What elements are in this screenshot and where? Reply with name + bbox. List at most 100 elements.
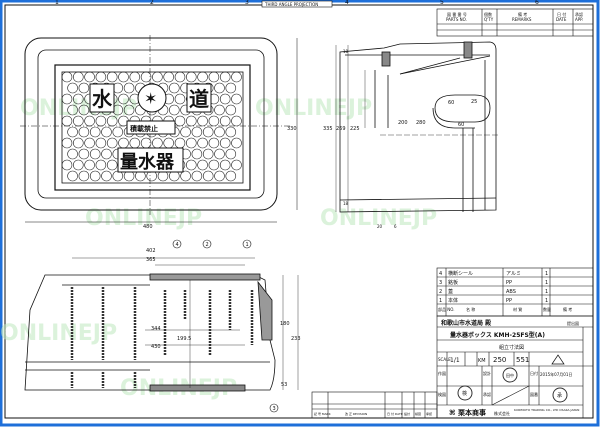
hex-cell bbox=[225, 104, 237, 116]
dim-18-top: 18 bbox=[343, 49, 349, 54]
hex-cell bbox=[197, 71, 208, 83]
hex-cell bbox=[197, 159, 208, 171]
watermark: ONLINEJP bbox=[320, 206, 437, 231]
watermark: ONLINEJP bbox=[20, 96, 137, 121]
zone-2: 2 bbox=[150, 0, 154, 6]
watermark: ONLINEJP bbox=[255, 96, 372, 121]
star-emblem-icon: ✶ bbox=[144, 89, 157, 108]
title-block-text: 和歌山市水道局 殿 提出図 量水器ボックス KMH-25FS型(A) 組立寸法図… bbox=[438, 319, 579, 417]
svg-text:3: 3 bbox=[273, 406, 276, 412]
revision-triangle-icon bbox=[551, 354, 565, 365]
parts-cell-material: PP bbox=[506, 280, 512, 286]
hex-cell bbox=[106, 71, 118, 83]
hex-cell bbox=[174, 115, 186, 127]
svg-text:1: 1 bbox=[246, 242, 249, 248]
parts-cell-name: 蓋 bbox=[448, 288, 453, 295]
hex-cell bbox=[174, 93, 186, 105]
hex-cell bbox=[73, 93, 84, 105]
hex-cell bbox=[78, 170, 90, 182]
hex-cell bbox=[208, 71, 220, 83]
dim-199-5: 199.5 bbox=[177, 336, 191, 342]
hex-cell bbox=[73, 137, 84, 149]
scale-label: SCALE bbox=[438, 357, 451, 362]
hex-cell bbox=[214, 104, 225, 116]
company-logo-icon: ⌘ bbox=[449, 409, 456, 417]
svg-text:材 質: 材 質 bbox=[513, 306, 522, 312]
drawing-date: 2015年07月01日 bbox=[540, 371, 572, 377]
hex-cell bbox=[202, 170, 214, 182]
parts-cell-qty: 1 bbox=[545, 289, 548, 295]
parts-cell-no: 3 bbox=[439, 280, 442, 286]
parts-cell-material: ABS bbox=[506, 289, 516, 295]
hex-cell bbox=[219, 137, 231, 149]
hex-cell bbox=[186, 137, 197, 149]
parts-cell-qty: 1 bbox=[545, 271, 548, 277]
svg-text:APP.: APP. bbox=[575, 17, 583, 22]
hex-cell bbox=[140, 71, 152, 83]
company-name-en: KURIMOTO TRADING CO., LTD OSAKA JAPAN bbox=[514, 408, 579, 412]
zone-3: 3 bbox=[245, 0, 249, 6]
hex-cell bbox=[174, 137, 186, 149]
projection-box bbox=[261, 0, 333, 8]
hex-cell bbox=[123, 82, 135, 94]
svg-text:日 付 DATE: 日 付 DATE bbox=[387, 411, 403, 416]
hex-cell bbox=[208, 137, 220, 149]
dim-269: 269 bbox=[336, 126, 346, 132]
hex-cell bbox=[106, 159, 118, 171]
drawing-code-2: 551 bbox=[516, 356, 529, 364]
side-view-dims: 335 269 225 18 18 200 280 60 60 25 20 6 bbox=[323, 49, 477, 229]
hex-cell bbox=[118, 137, 129, 149]
hex-cell bbox=[78, 82, 90, 94]
dim-344: 344 bbox=[151, 326, 161, 332]
hex-cell bbox=[219, 93, 231, 105]
zone-1: 1 bbox=[55, 0, 59, 6]
balloon-3: 3 bbox=[269, 403, 279, 413]
hex-cell bbox=[191, 148, 203, 160]
hex-cell bbox=[202, 126, 214, 138]
title-block bbox=[436, 315, 594, 419]
dim-365: 365 bbox=[146, 257, 156, 263]
svg-text:4: 4 bbox=[176, 242, 179, 248]
svg-text:数量: 数量 bbox=[543, 306, 551, 312]
hex-cell bbox=[73, 71, 84, 83]
parts-cell-material: PP bbox=[506, 298, 512, 304]
scale-value: 1/1 bbox=[450, 357, 460, 364]
hex-cell bbox=[202, 148, 214, 160]
hex-cell bbox=[163, 71, 174, 83]
hex-cell bbox=[67, 148, 78, 160]
svg-text:設計: 設計 bbox=[404, 411, 410, 416]
hex-cell bbox=[67, 104, 78, 116]
projection-label: THIRD ANGLE PROJECTION bbox=[264, 2, 318, 7]
hex-cell bbox=[78, 148, 90, 160]
meter-label: 量水器 bbox=[120, 151, 175, 173]
hex-cell bbox=[225, 148, 237, 160]
svg-text:部品 NO.: 部品 NO. bbox=[438, 306, 455, 312]
hex-cell bbox=[214, 148, 225, 160]
hex-cell bbox=[186, 71, 197, 83]
hex-cell bbox=[225, 126, 237, 138]
hex-cell bbox=[169, 104, 180, 116]
parts-cell-no: 4 bbox=[439, 271, 442, 277]
hex-cell bbox=[214, 82, 225, 94]
parts-cell-name: 銘板 bbox=[448, 279, 458, 286]
svg-text:作図: 作図 bbox=[438, 370, 446, 376]
parts-cell-qty: 1 bbox=[545, 298, 548, 304]
section-dims: 402 365 344 430 199.5 180 233 53 4 2 1 3 bbox=[146, 239, 301, 413]
svg-text:図番: 図番 bbox=[530, 391, 538, 397]
product-name: 量水器ボックス KMH-25FS型(A) bbox=[450, 331, 545, 339]
dim-430: 430 bbox=[151, 344, 161, 350]
parts-cell-name: 横断シール bbox=[448, 270, 473, 277]
dim-53: 53 bbox=[281, 382, 287, 388]
hex-cell bbox=[219, 159, 231, 171]
hex-cell bbox=[180, 170, 191, 182]
hex-cell bbox=[61, 71, 73, 83]
balloon-2: 2 bbox=[202, 239, 212, 249]
hex-cell bbox=[225, 82, 237, 94]
approval-seal: 検 bbox=[457, 385, 473, 401]
svg-text:Q'TY: Q'TY bbox=[484, 17, 494, 22]
drawing-code-1: 250 bbox=[493, 356, 506, 364]
svg-text:承: 承 bbox=[557, 392, 562, 399]
dim-225: 225 bbox=[350, 126, 360, 132]
